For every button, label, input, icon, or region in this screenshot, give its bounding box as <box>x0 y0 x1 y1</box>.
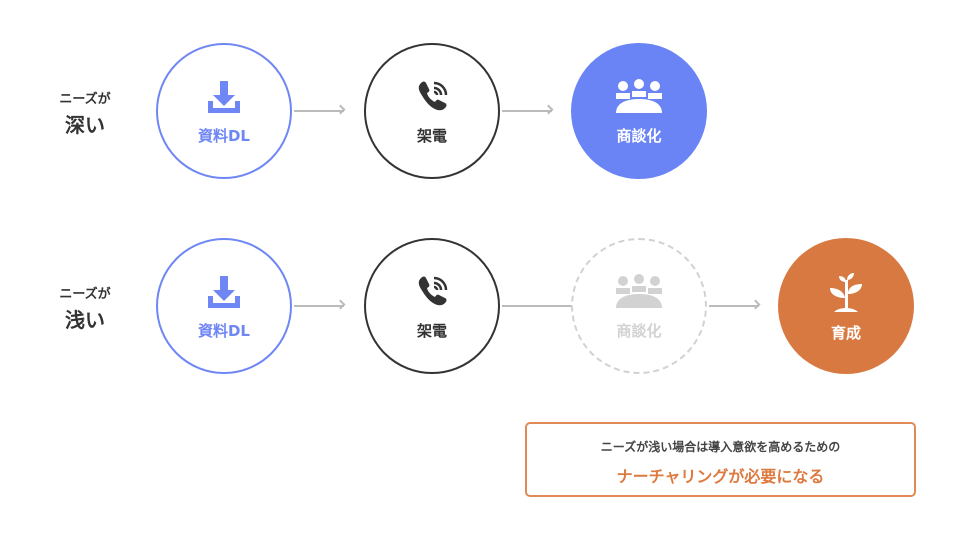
sprout-icon <box>826 270 866 314</box>
callout-line1: ニーズが浅い場合は導入意欲を高めるための <box>600 440 841 454</box>
callout-box: ニーズが浅い場合は導入意欲を高めるための ナーチャリングが必要になる <box>525 422 916 497</box>
step-call: 架電 <box>364 238 500 374</box>
step-label: 育成 <box>830 323 861 342</box>
step-label: 資料DL <box>197 126 250 145</box>
arrow-right-icon <box>294 110 344 112</box>
row-label-shallow: ニーズが 浅い <box>40 283 130 333</box>
row-label-big: 深い <box>65 113 105 137</box>
arrow-right-icon <box>502 110 552 112</box>
row-label-small: ニーズが <box>59 287 111 302</box>
step-call: 架電 <box>364 43 500 179</box>
step-download: 資料DL <box>156 43 292 179</box>
callout-line2: ナーチャリングが必要になる <box>616 467 825 486</box>
row-label-big: 浅い <box>65 308 105 332</box>
step-label: 商談化 <box>616 321 662 340</box>
step-label: 商談化 <box>616 126 662 145</box>
row-label-deep: ニーズが 深い <box>40 88 130 138</box>
step-download: 資料DL <box>156 238 292 374</box>
phone-icon <box>412 272 452 312</box>
step-label: 架電 <box>416 126 447 145</box>
meeting-icon <box>614 77 664 117</box>
step-label: 資料DL <box>197 321 250 340</box>
download-icon <box>204 272 244 312</box>
meeting-icon <box>614 272 664 312</box>
row-label-small: ニーズが <box>59 92 111 107</box>
download-icon <box>204 77 244 117</box>
connector-line <box>502 305 572 307</box>
step-deal-skipped: 商談化 <box>571 238 707 374</box>
step-nurture: 育成 <box>778 238 914 374</box>
arrow-right-icon <box>294 305 344 307</box>
arrow-right-icon <box>709 305 759 307</box>
step-deal: 商談化 <box>571 43 707 179</box>
phone-icon <box>412 77 452 117</box>
step-label: 架電 <box>416 321 447 340</box>
